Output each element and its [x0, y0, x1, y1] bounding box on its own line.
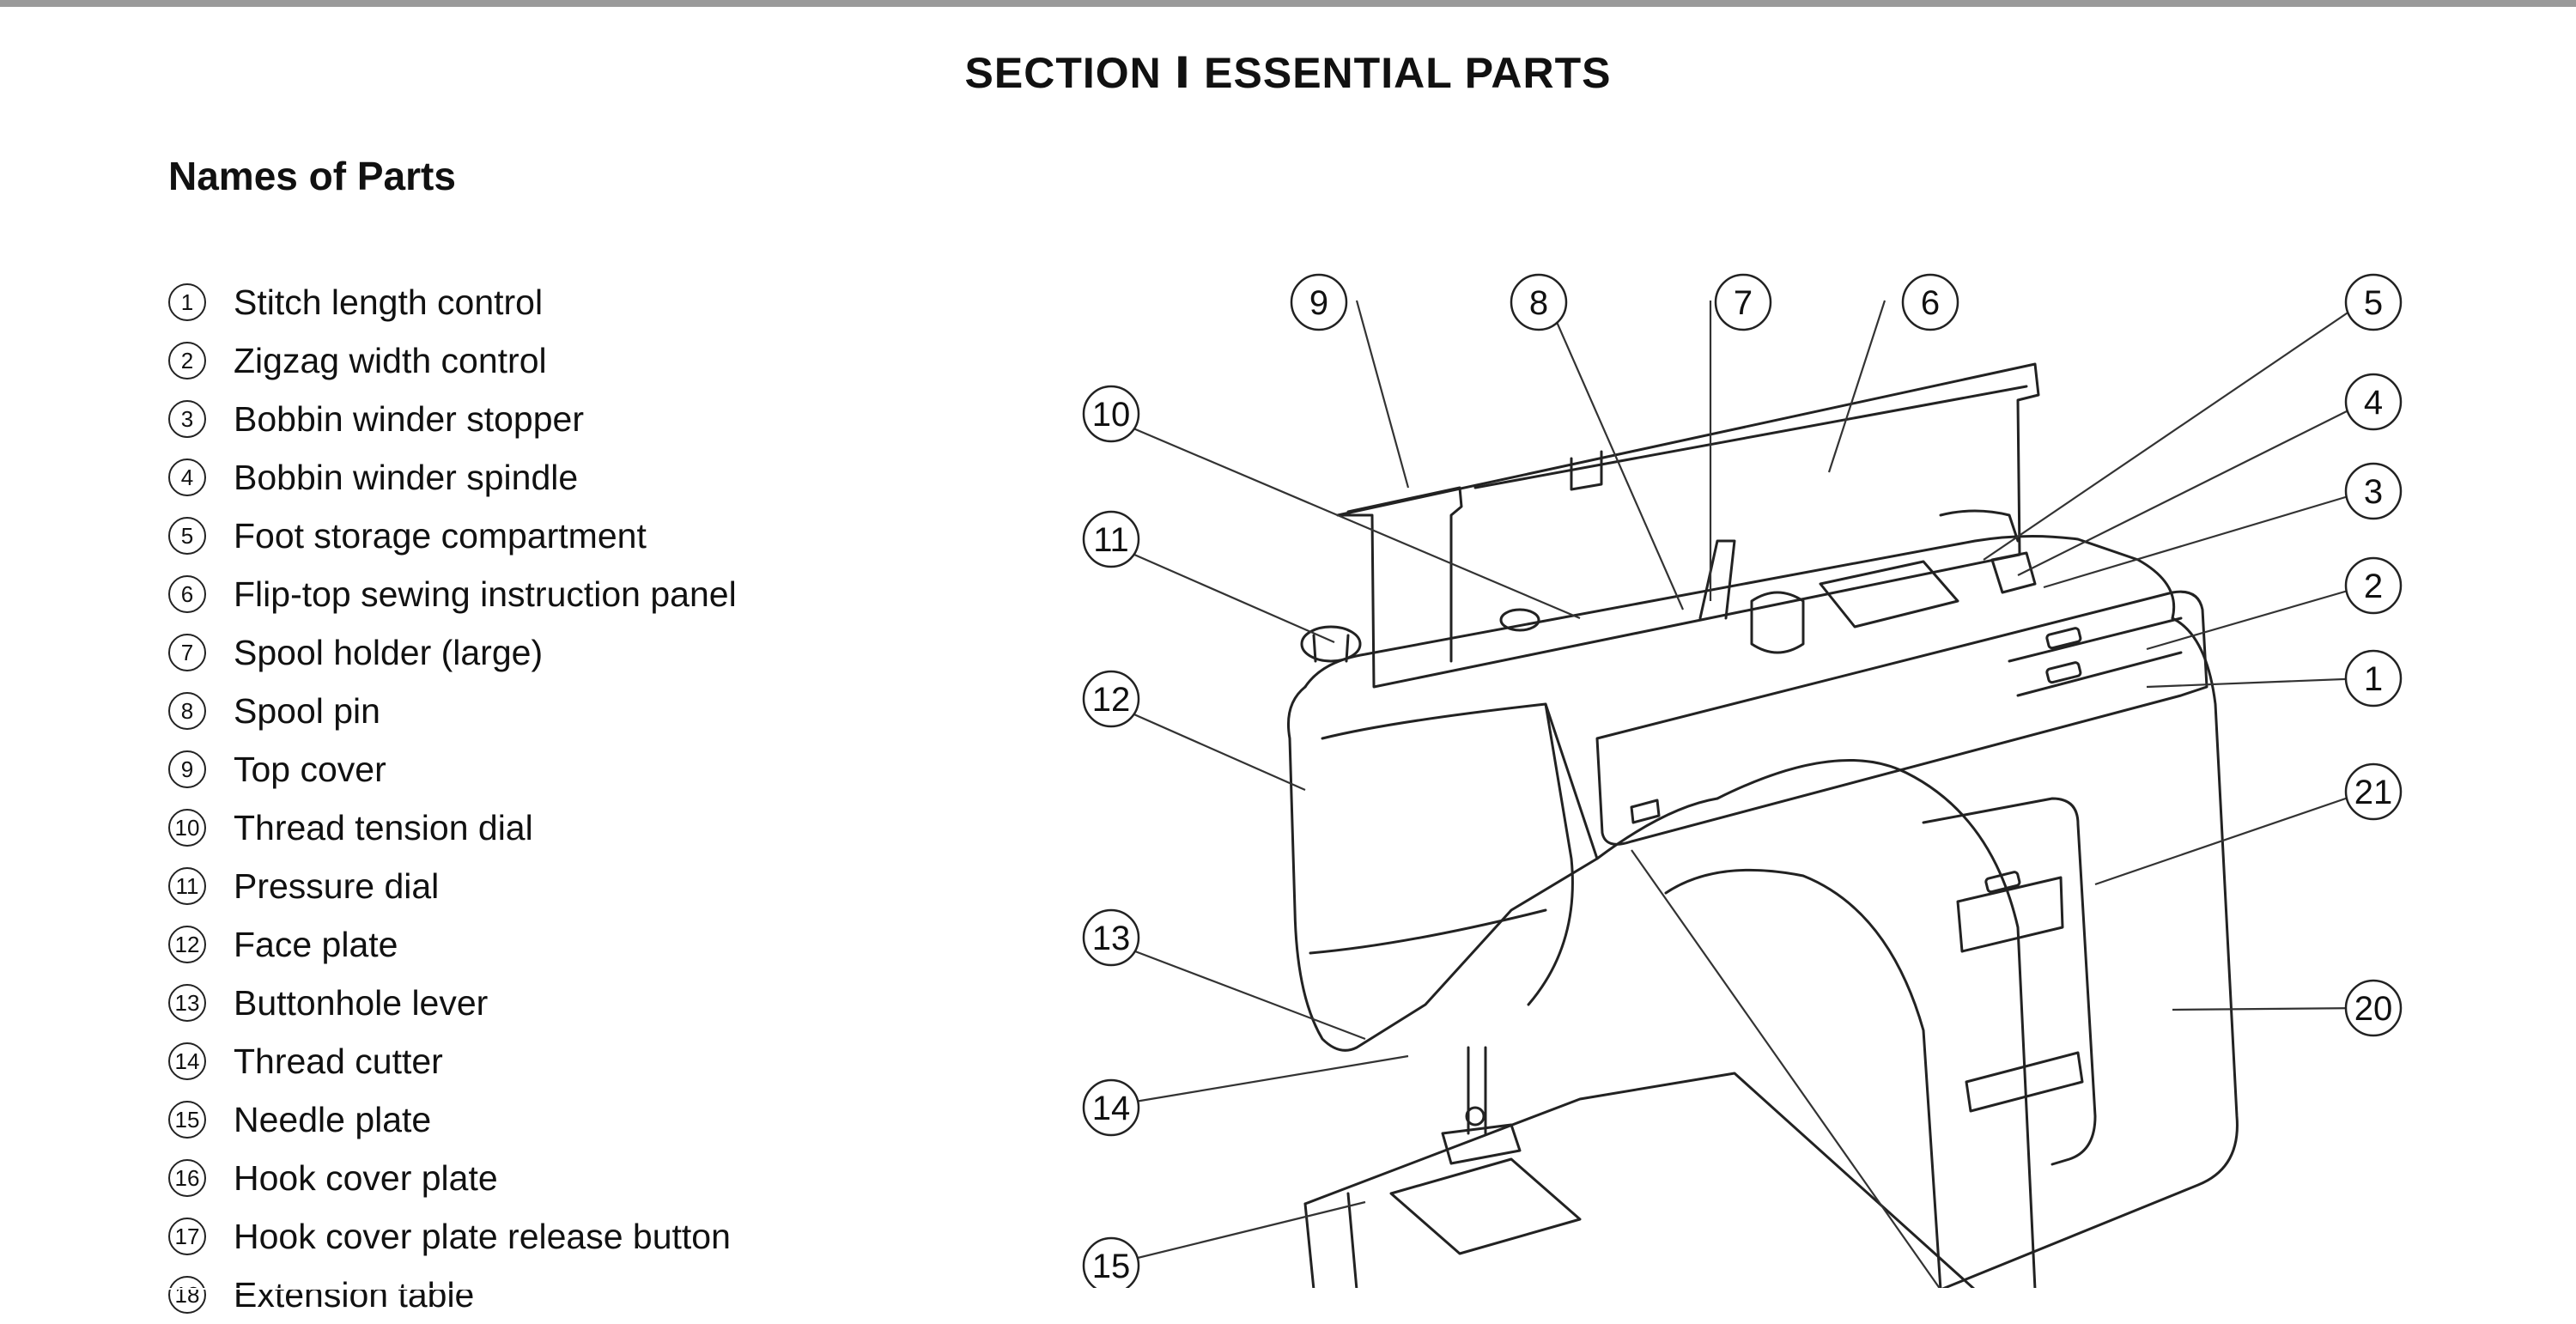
- part-item: 6 Flip-top sewing instruction panel: [168, 565, 737, 623]
- part-label: Top cover: [234, 749, 386, 789]
- part-item: 10 Thread tension dial: [168, 799, 737, 857]
- section-subheading: Names of Parts: [168, 154, 456, 198]
- part-label: Hook cover plate release button: [234, 1216, 731, 1256]
- part-label: Zigzag width control: [234, 340, 547, 380]
- part-item: 15 Needle plate: [168, 1090, 737, 1149]
- part-number: 12: [168, 926, 206, 963]
- callout-21: 21: [2354, 774, 2393, 811]
- callout-numbers: 9 8 7 6 5 4 3 2 1 21 20 10 11 12 13 14 1…: [1092, 284, 2393, 1285]
- callout-1: 1: [2364, 660, 2383, 698]
- part-label: Spool holder (large): [234, 632, 544, 672]
- callout-8: 8: [1529, 284, 1548, 322]
- part-label: Flip-top sewing instruction panel: [234, 574, 737, 614]
- parts-list: 1 Stitch length control 2 Zigzag width con…: [168, 273, 737, 1324]
- page-title: SECTION Ⅰ ESSENTIAL PARTS: [964, 49, 1612, 97]
- flip-top-panel-drawing: [1336, 362, 2040, 689]
- callout-circles: [1082, 273, 2403, 1290]
- part-item: 5 Foot storage compartment: [168, 507, 737, 565]
- part-label: Foot storage compartment: [234, 515, 647, 556]
- front-panel-drawing: [1595, 590, 2208, 846]
- part-label: Hook cover plate: [234, 1157, 498, 1198]
- callout-14: 14: [1092, 1090, 1131, 1127]
- part-number: 16: [168, 1159, 206, 1197]
- part-item: 3 Bobbin winder stopper: [168, 390, 737, 448]
- part-item: 16 Hook cover plate: [168, 1149, 737, 1207]
- part-label: Bobbin winder stopper: [234, 398, 584, 439]
- callout-6: 6: [1921, 284, 1940, 322]
- part-number: 11: [168, 867, 206, 905]
- callout-10: 10: [1092, 396, 1131, 434]
- needle-threader-drawing: [1965, 1051, 2084, 1113]
- machine-outline: [1286, 362, 2239, 1290]
- part-item: 11 Pressure dial: [168, 857, 737, 915]
- page-bottom-edge: [0, 1288, 2576, 1290]
- part-number: 2: [168, 342, 206, 380]
- part-number: 7: [168, 634, 206, 671]
- part-item: 12 Face plate: [168, 915, 737, 974]
- part-number: 8: [168, 692, 206, 730]
- sewing-machine-illustration: 9 8 7 6 5 4 3 2 1 21 20 10 11 12 13 14 1…: [1082, 273, 2403, 1290]
- part-item: 2 Zigzag width control: [168, 331, 737, 390]
- part-item: 18 Extension table: [168, 1266, 737, 1324]
- callout-13: 13: [1092, 920, 1131, 957]
- part-label: Pressure dial: [234, 865, 440, 906]
- part-number: 13: [168, 984, 206, 1022]
- machine-head-drawing: [1286, 685, 1719, 1052]
- part-label: Stitch length control: [234, 282, 544, 322]
- callout-11: 11: [1093, 521, 1129, 559]
- callout-15: 15: [1092, 1248, 1131, 1285]
- part-label: Thread cutter: [234, 1041, 443, 1081]
- part-label: Extension table: [234, 1274, 475, 1315]
- part-number: 6: [168, 575, 206, 613]
- bed-drawing: [1303, 1072, 1977, 1290]
- part-number: 18: [168, 1276, 206, 1314]
- part-number: 5: [168, 517, 206, 555]
- page-top-rule: [0, 0, 2576, 7]
- part-label: Face plate: [234, 924, 398, 964]
- callout-9: 9: [1309, 284, 1328, 322]
- part-item: 9 Top cover: [168, 740, 737, 799]
- part-number: 3: [168, 400, 206, 438]
- part-item: 8 Spool pin: [168, 682, 737, 740]
- callout-7: 7: [1734, 284, 1753, 322]
- part-label: Thread tension dial: [234, 807, 533, 847]
- part-item: 14 Thread cutter: [168, 1032, 737, 1090]
- callout-20: 20: [2354, 990, 2393, 1028]
- part-label: Buttonhole lever: [234, 982, 489, 1023]
- part-number: 9: [168, 750, 206, 788]
- sewing-machine-diagram: 9 8 7 6 5 4 3 2 1 21 20 10 11 12 13 14 1…: [1065, 258, 2456, 1290]
- part-item: 13 Buttonhole lever: [168, 974, 737, 1032]
- part-label: Needle plate: [234, 1099, 432, 1139]
- part-label: Spool pin: [234, 690, 380, 731]
- callout-3: 3: [2364, 473, 2383, 511]
- leader-lines: [1098, 300, 2366, 1290]
- callout-4: 4: [2364, 384, 2383, 422]
- part-number: 17: [168, 1218, 206, 1255]
- part-number: 15: [168, 1101, 206, 1139]
- part-number: 1: [168, 283, 206, 321]
- part-number: 4: [168, 459, 206, 496]
- part-item: 17 Hook cover plate release button: [168, 1207, 737, 1266]
- part-item: 1 Stitch length control: [168, 273, 737, 331]
- callout-5: 5: [2364, 284, 2383, 322]
- part-item: 4 Bobbin winder spindle: [168, 448, 737, 507]
- callout-12: 12: [1092, 681, 1131, 719]
- machine-top-drawing: [1303, 534, 2176, 689]
- part-item: 7 Spool holder (large): [168, 623, 737, 682]
- part-label: Bobbin winder spindle: [234, 457, 579, 497]
- part-number: 14: [168, 1042, 206, 1080]
- callout-2: 2: [2364, 568, 2383, 605]
- part-number: 10: [168, 809, 206, 847]
